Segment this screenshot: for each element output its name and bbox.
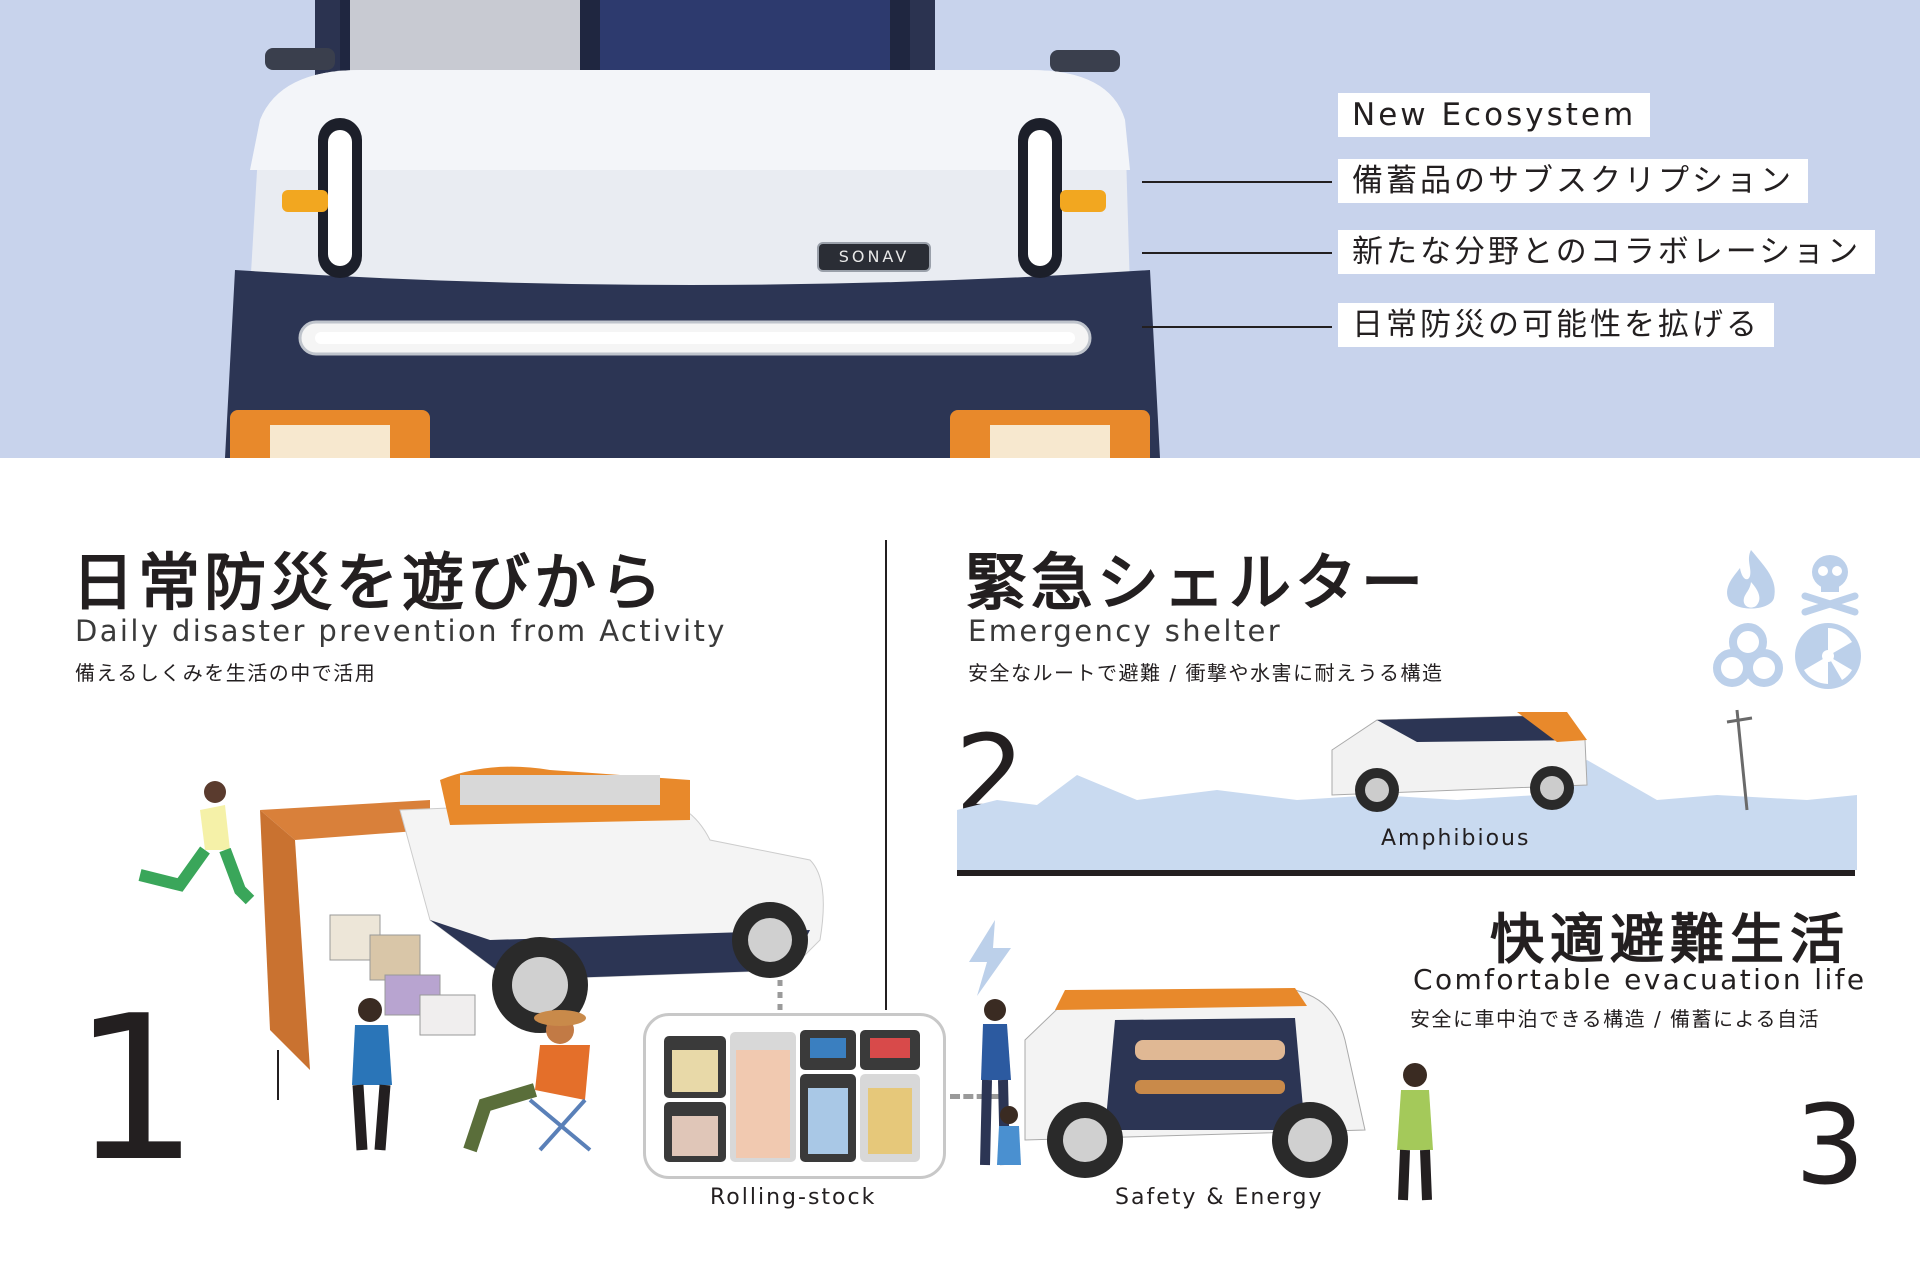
rolling-stock-label: Rolling-stock — [710, 1185, 877, 1210]
activity-scene-illustration — [138, 766, 824, 1153]
skull-icon — [1801, 555, 1859, 616]
ground-line — [957, 870, 1855, 876]
section-2-subtitle: Emergency shelter — [968, 614, 1283, 648]
section-2-description: 安全なルートで避難 / 衝撃や水害に耐えうる構造 — [968, 661, 1444, 685]
radiation-icon — [1795, 623, 1861, 689]
callout-line — [1142, 326, 1332, 328]
section-3-description: 安全に車中泊できる構造 / 備蓄による自活 — [1410, 1007, 1820, 1031]
callout-line — [1142, 181, 1332, 183]
rolling-stock-panel — [643, 1013, 946, 1179]
callout-line — [1142, 252, 1332, 254]
column-divider — [885, 540, 887, 1010]
car-front-illustration — [225, 0, 1160, 458]
brand-badge: SONAV — [817, 242, 931, 272]
ecosystem-heading: New Ecosystem — [1338, 93, 1651, 137]
storage-modules-illustration — [664, 1030, 920, 1162]
biohazard-icon — [1713, 623, 1783, 687]
section-1-number: 1 — [72, 973, 200, 1206]
section-3-title: 快適避難生活 — [1490, 908, 1850, 971]
brand-badge-text: SONAV — [838, 247, 910, 266]
ecosystem-item: 備蓄品のサブスクリプション — [1338, 159, 1808, 203]
section-3-subtitle: Comfortable evacuation life — [1413, 963, 1867, 996]
ecosystem-item: 日常防災の可能性を拡げる — [1338, 303, 1774, 347]
section-2-title: 緊急シェルター — [965, 546, 1428, 619]
lightning-icon — [969, 920, 1011, 996]
amphibious-label: Amphibious — [1381, 826, 1531, 851]
safety-energy-label: Safety & Energy — [1115, 1185, 1324, 1210]
section-1-title: 日常防災を遊びから — [72, 546, 667, 619]
ecosystem-item: 新たな分野とのコラボレーション — [1338, 230, 1876, 274]
evacuation-van-illustration — [980, 988, 1433, 1201]
section-1-subtitle: Daily disaster prevention from Activity — [75, 614, 727, 648]
dotted-connector — [950, 1094, 1000, 1099]
amphibious-scene-illustration — [957, 709, 1857, 870]
hero-banner: SONAV New Ecosystem 備蓄品のサブスクリプション 新たな分野と… — [0, 0, 1920, 458]
section-1-description: 備えるしくみを生活の中で活用 — [75, 661, 377, 685]
section-3-number: 3 — [1795, 1081, 1865, 1209]
fire-icon — [1727, 550, 1775, 609]
